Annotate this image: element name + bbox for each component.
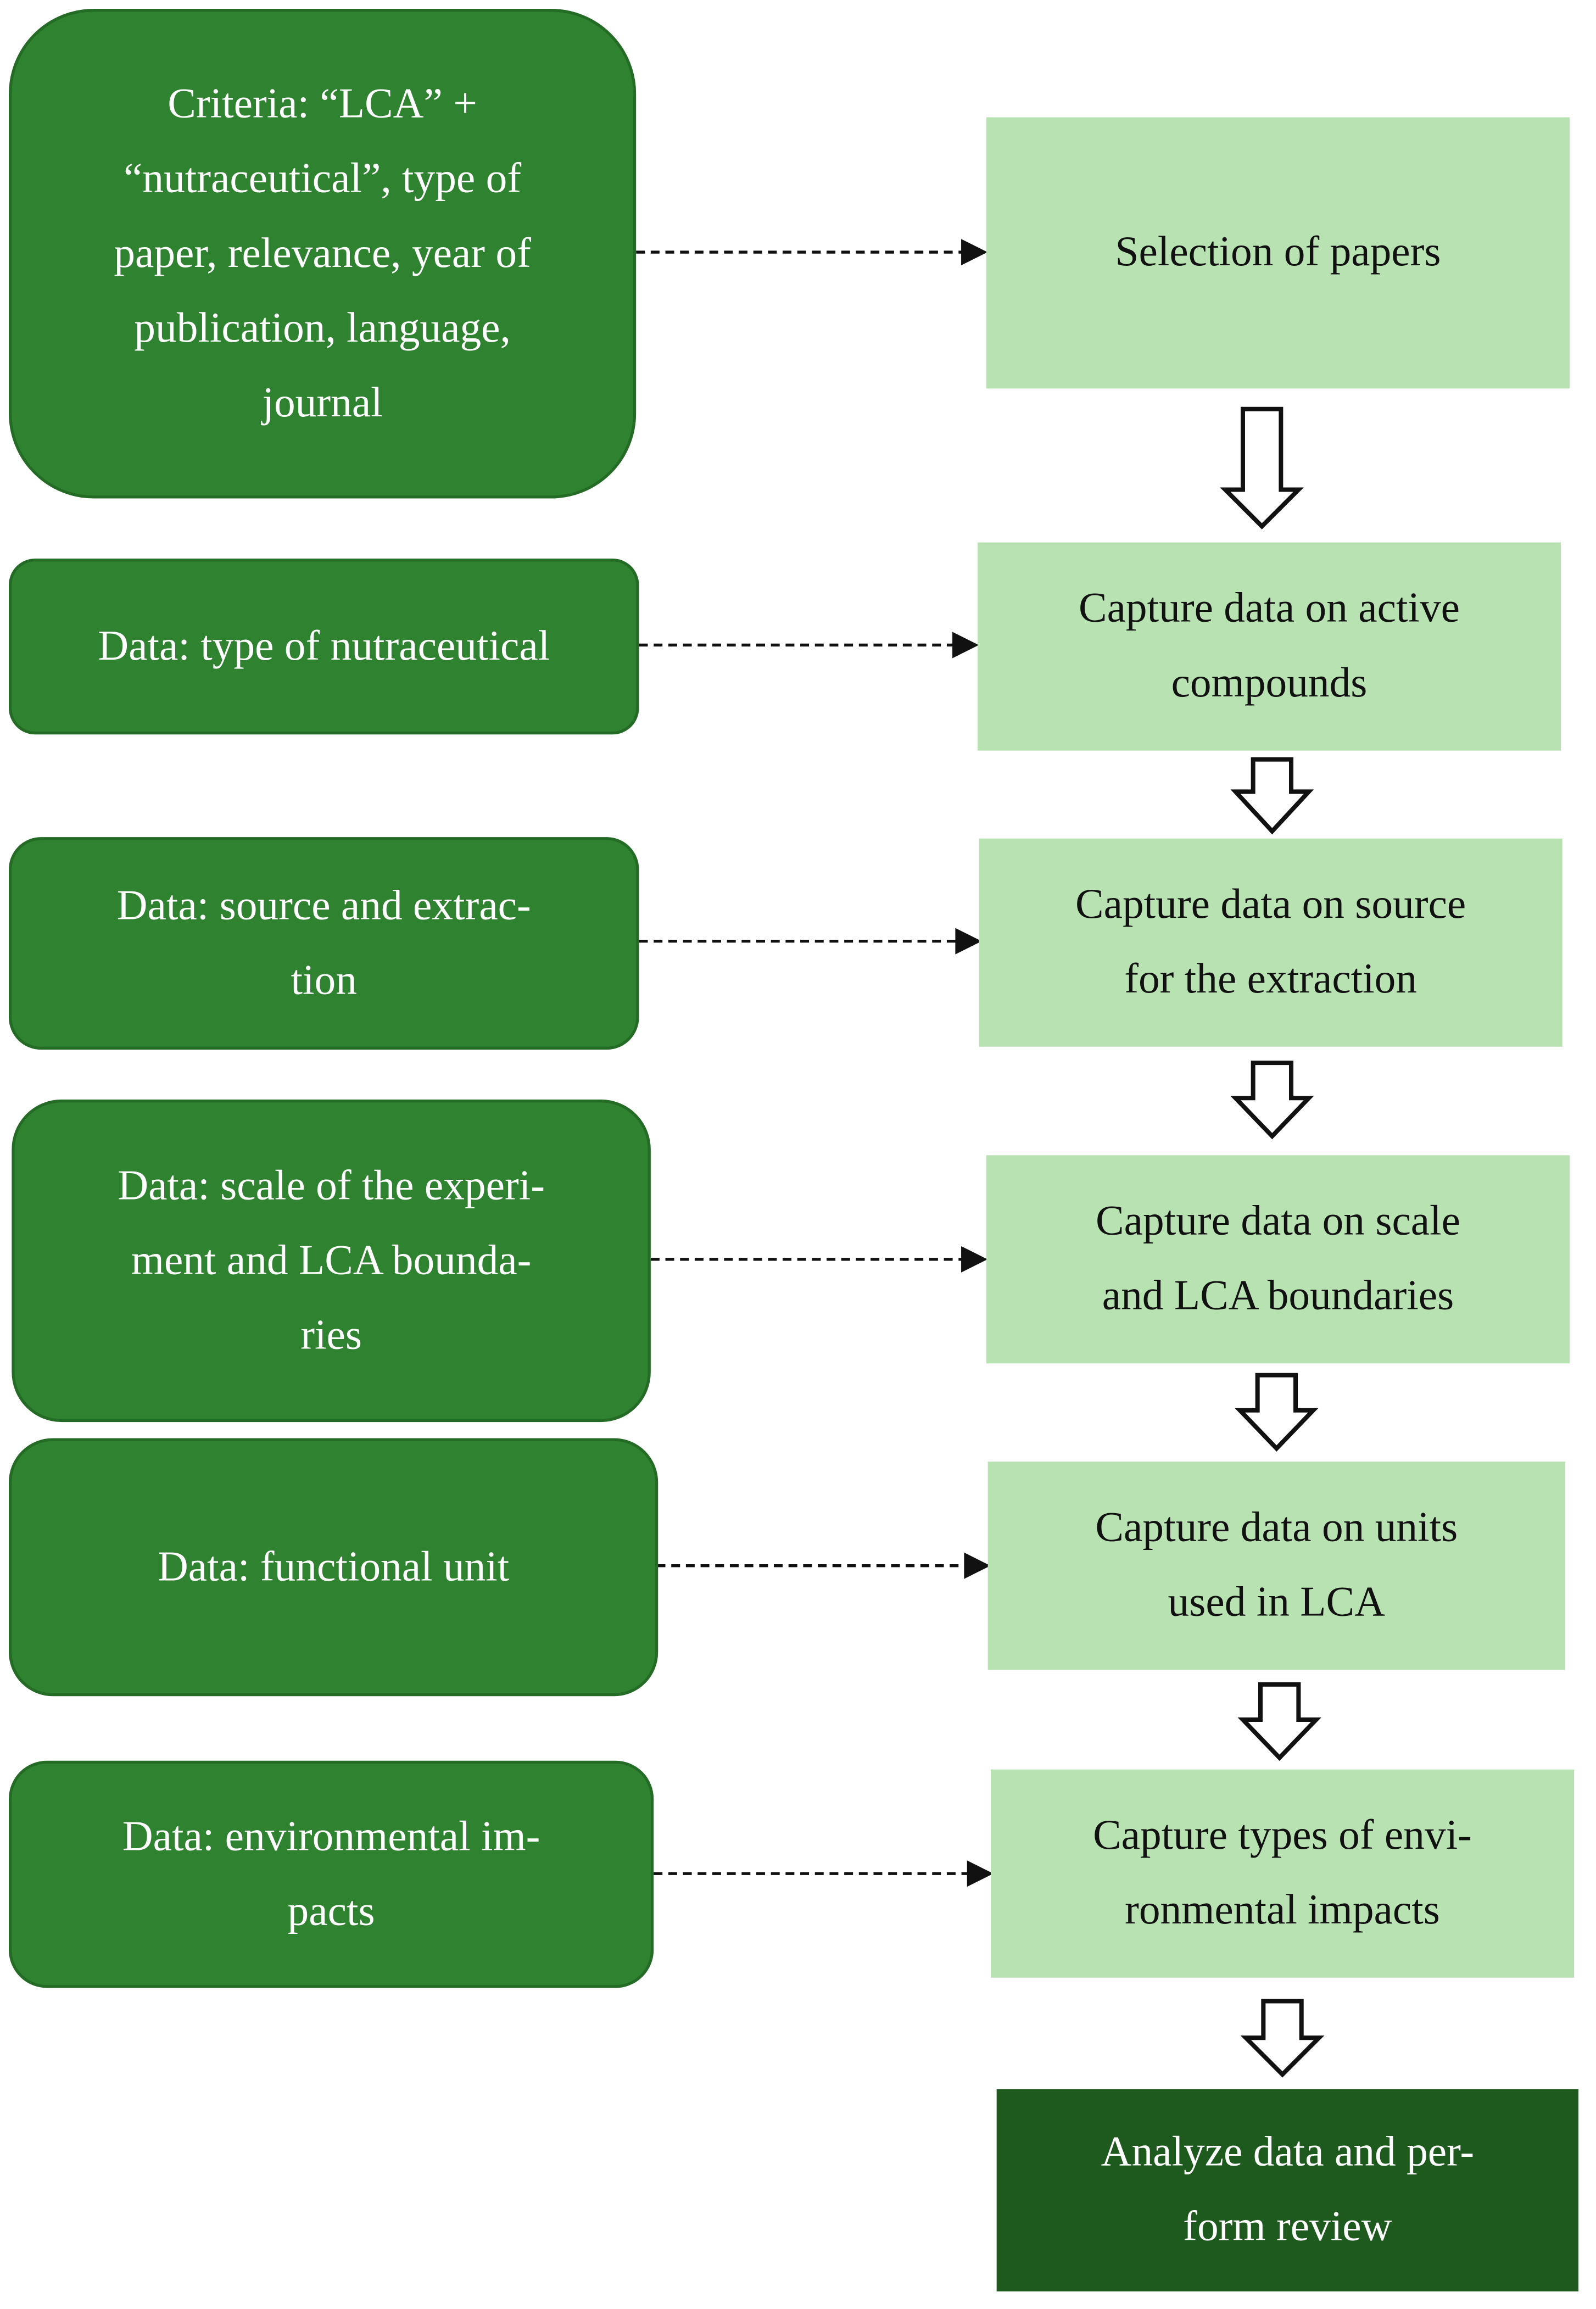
- hollow-down-arrow-icon: [1235, 1373, 1319, 1452]
- hollow-down-arrow-icon: [1240, 1999, 1325, 2078]
- data-box-source-extraction: Data: source and extrac- tion: [9, 837, 639, 1050]
- step-text: Capture types of envi- ronmental impacts: [1093, 1812, 1472, 1934]
- data-box-text: Data: environmental im- pacts: [122, 1812, 540, 1935]
- data-box-nutraceutical-type: Data: type of nutraceutical: [9, 558, 639, 735]
- step-text: Capture data on source for the extractio…: [1075, 881, 1466, 1003]
- step-text: Capture data on active compounds: [1078, 585, 1460, 707]
- step-text: Selection of papers: [1115, 228, 1441, 276]
- step-scale-boundaries: Capture data on scale and LCA boundaries: [986, 1155, 1570, 1364]
- hollow-down-arrow-icon: [1237, 1682, 1321, 1761]
- step-selection-of-papers: Selection of papers: [986, 117, 1570, 389]
- step-source-extraction: Capture data on source for the extractio…: [979, 838, 1562, 1047]
- step-units-lca: Capture data on units used in LCA: [987, 1462, 1566, 1670]
- hollow-down-arrow-icon: [1230, 757, 1314, 835]
- final-step-text: Analyze data and per- form review: [1101, 2128, 1475, 2251]
- criteria-box: Criteria: “LCA” + “nutraceutical”, type …: [9, 9, 637, 499]
- data-box-text: Data: functional unit: [157, 1543, 510, 1590]
- final-step-analyze-review: Analyze data and per- form review: [996, 2089, 1579, 2291]
- data-box-text: Data: scale of the experi- ment and LCA …: [118, 1162, 545, 1359]
- step-text: Capture data on units used in LCA: [1095, 1504, 1458, 1626]
- data-box-text: Data: source and extrac- tion: [116, 882, 531, 1004]
- step-active-compounds: Capture data on active compounds: [977, 542, 1561, 751]
- hollow-down-arrow-icon: [1230, 1061, 1314, 1140]
- data-box-environmental-impacts: Data: environmental im- pacts: [9, 1760, 654, 1988]
- criteria-text: Criteria: “LCA” + “nutraceutical”, type …: [114, 80, 531, 426]
- data-box-scale-boundaries: Data: scale of the experi- ment and LCA …: [12, 1099, 651, 1423]
- step-environmental-impacts: Capture types of envi- ronmental impacts: [990, 1769, 1575, 1978]
- data-box-text: Data: type of nutraceutical: [98, 622, 550, 670]
- data-box-functional-unit: Data: functional unit: [9, 1438, 659, 1697]
- step-text: Capture data on scale and LCA boundaries: [1096, 1197, 1461, 1320]
- hollow-down-arrow-icon: [1220, 406, 1304, 529]
